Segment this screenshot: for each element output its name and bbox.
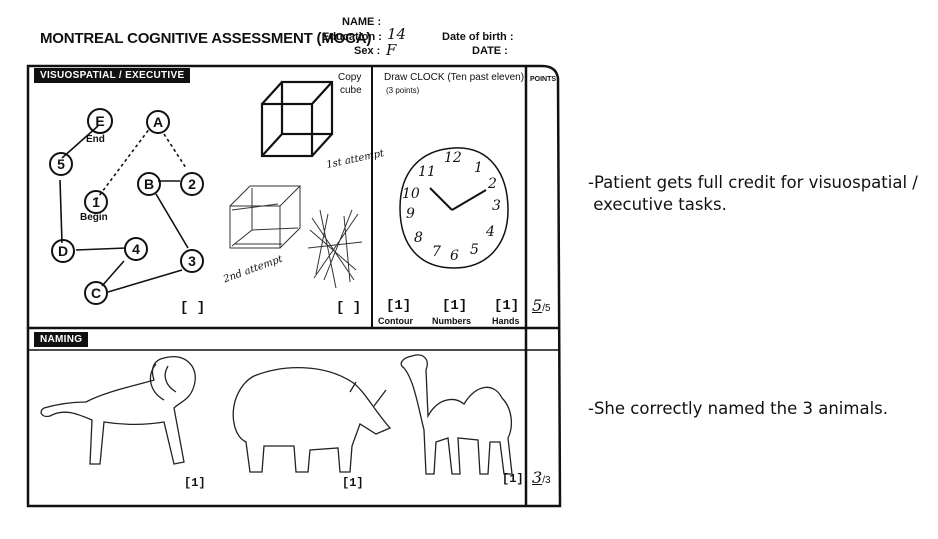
- note-naming: -She correctly named the 3 animals.: [588, 399, 888, 418]
- clock-number-7: 7: [432, 244, 441, 260]
- clock-number-12: 12: [444, 150, 462, 166]
- begin-label: Begin: [80, 212, 108, 223]
- note-visuospatial: -Patient gets full credit for visuospati…: [588, 173, 918, 214]
- visuospatial-tag: VISUOSPATIAL / EXECUTIVE: [34, 68, 191, 83]
- trail-node-4: 4: [124, 237, 148, 261]
- clock-number-10: 10: [402, 186, 420, 202]
- trail-node-5: 5: [49, 152, 73, 176]
- clock-number-2: 2: [488, 176, 497, 192]
- trail-node-2: 2: [180, 172, 204, 196]
- cube-score-box: [ ]: [336, 300, 362, 316]
- trail-node-b: B: [137, 172, 161, 196]
- clock-points: (3 points): [386, 86, 420, 95]
- visuospatial-score-value: 5: [532, 296, 543, 315]
- cube-attempts-drawing: [229, 185, 363, 289]
- dob-label: Date of birth :: [442, 31, 514, 43]
- trail-node-d: D: [51, 239, 75, 263]
- clock-number-3: 3: [492, 198, 501, 214]
- trail-score-box: [ ]: [180, 300, 206, 316]
- naming-score-value: 3: [532, 468, 543, 487]
- form-title: MONTREAL COGNITIVE ASSESSMENT (MOCA): [40, 30, 372, 47]
- trail-making-drawing: [59, 125, 189, 293]
- lion-mark: [1]: [184, 476, 206, 490]
- clock-number-6: 6: [450, 248, 459, 264]
- clock-number-5: 5: [470, 242, 479, 258]
- name-label: NAME :: [342, 16, 382, 28]
- visuospatial-score: 5/5: [532, 296, 551, 315]
- clock-number-9: 9: [406, 206, 415, 222]
- date-label: DATE :: [472, 45, 508, 57]
- copy-cube-label-2: cube: [340, 85, 362, 96]
- end-label: End: [86, 134, 105, 145]
- sex-value: F: [386, 41, 397, 59]
- contour-mark: [1]: [386, 298, 412, 314]
- visuospatial-score-total: /5: [542, 303, 551, 314]
- trail-node-3: 3: [180, 249, 204, 273]
- trail-node-1: 1: [84, 190, 108, 214]
- naming-score-total: /3: [542, 475, 551, 486]
- clock-number-1: 1: [474, 160, 483, 176]
- trail-node-a: A: [146, 110, 170, 134]
- clock-number-4: 4: [486, 224, 495, 240]
- clock-number-8: 8: [414, 230, 423, 246]
- form-frame: [26, 64, 562, 508]
- points-header: POINTS: [530, 76, 557, 83]
- trail-nodes: E A 5 B 2 1 D 4 C 3 End Begin: [40, 96, 240, 326]
- moca-form-scan: MONTREAL COGNITIVE ASSESSMENT (MOCA) NAM…: [24, 10, 576, 513]
- clock-drawing: [399, 147, 509, 269]
- trail-node-c: C: [84, 281, 108, 305]
- hands-label: Hands: [492, 316, 520, 326]
- trail-node-e: E: [87, 108, 113, 134]
- clock-number-11: 11: [418, 164, 436, 180]
- clock-numbers: 12 1 2 3 4 5 6 7 8 9 10 11: [394, 144, 514, 274]
- numbers-label: Numbers: [432, 316, 472, 326]
- numbers-mark: [1]: [442, 298, 468, 314]
- contour-label: Contour: [378, 316, 413, 326]
- cube-printed: [260, 80, 334, 158]
- copy-cube-label-1: Copy: [338, 72, 362, 83]
- education-label: Education :: [322, 31, 382, 43]
- sex-label: Sex :: [354, 45, 381, 57]
- clock-title: Draw CLOCK (Ten past eleven): [384, 72, 525, 83]
- camel-mark: [1]: [502, 472, 524, 486]
- naming-tag: NAMING: [34, 332, 89, 347]
- education-value: 14: [387, 25, 407, 43]
- naming-score: 3/3: [532, 468, 551, 487]
- rhino-mark: [1]: [342, 476, 364, 490]
- naming-animals-drawing: [40, 354, 513, 475]
- hands-mark: [1]: [494, 298, 520, 314]
